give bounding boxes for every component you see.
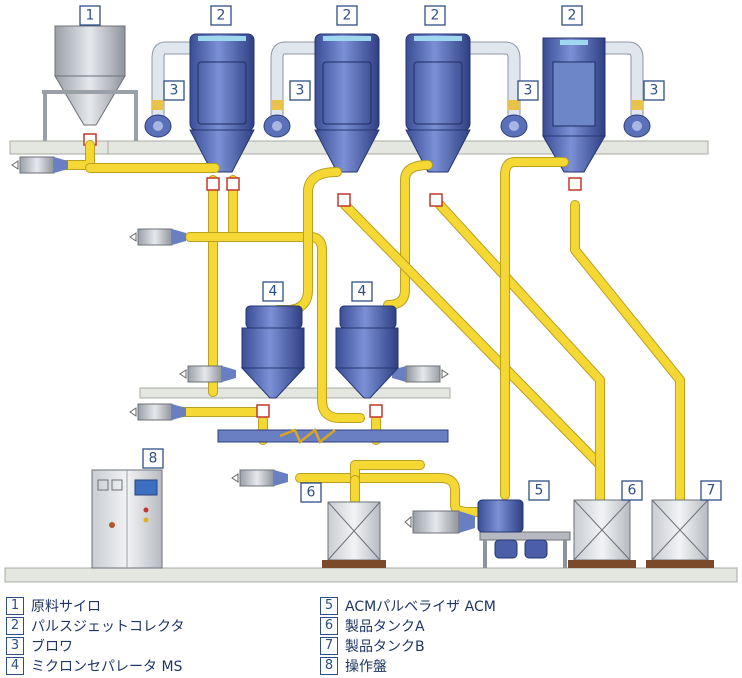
svg-text:2: 2 (217, 8, 226, 24)
svg-text:3: 3 (650, 83, 659, 99)
svg-text:2: 2 (343, 8, 352, 24)
product-tanks (322, 499, 714, 568)
badge-blower-2: 3 (289, 80, 311, 101)
legend-number: 1 (6, 597, 24, 615)
legend-number: 4 (6, 657, 24, 675)
badge-collector-1: 2 (210, 5, 232, 26)
pulse-jet-collectors (189, 33, 606, 173)
air-ducts (151, 41, 644, 132)
svg-text:7: 7 (707, 483, 716, 499)
legend-item-tank-b: 7 製品タンクB (320, 636, 425, 656)
svg-text:6: 6 (307, 485, 316, 501)
plant-schematic: 1 2 2 2 2 3 3 3 3 4 4 5 6 6 7 8 (4, 5, 738, 583)
badge-separator-2: 4 (351, 281, 373, 302)
legend-label: 操作盤 (345, 659, 387, 675)
svg-text:3: 3 (524, 83, 533, 99)
badge-panel: 8 (142, 448, 164, 469)
legend-item-acm: 5 ACMパルベライザ ACM (320, 596, 496, 616)
badge-raw-silo: 1 (79, 5, 101, 26)
svg-text:4: 4 (269, 284, 278, 300)
legend-item-panel: 8 操作盤 (320, 656, 387, 676)
product-pipes (57, 140, 685, 517)
badge-collector-3: 2 (424, 5, 446, 26)
legend: 1 原料サイロ 2 パルスジェットコレクタ 3 ブロワ 4 ミクロンセパレータ … (0, 590, 742, 678)
legend-number: 8 (320, 657, 338, 675)
legend-number: 2 (6, 617, 24, 635)
legend-item-raw-silo: 1 原料サイロ (6, 596, 101, 616)
legend-number: 5 (320, 597, 338, 615)
legend-item-separator: 4 ミクロンセパレータ MS (6, 656, 182, 676)
svg-text:2: 2 (431, 8, 440, 24)
badge-blower-3: 3 (517, 80, 539, 101)
badge-collector-2: 2 (336, 5, 358, 26)
badge-collector-4: 2 (561, 5, 583, 26)
legend-item-tank-a: 6 製品タンクA (320, 616, 425, 636)
rotary-valves (206, 177, 582, 207)
feeder-fans (11, 156, 475, 534)
svg-text:2: 2 (568, 8, 577, 24)
control-panel (91, 469, 163, 569)
svg-text:1: 1 (86, 8, 95, 24)
legend-number: 7 (320, 637, 338, 655)
svg-text:3: 3 (296, 83, 305, 99)
legend-item-blower: 3 ブロワ (6, 636, 73, 656)
legend-label: ブロワ (31, 639, 73, 655)
badge-acm: 5 (528, 480, 550, 501)
legend-label: 製品タンクA (345, 619, 425, 635)
blowers (144, 100, 651, 138)
svg-text:6: 6 (628, 483, 637, 499)
svg-text:3: 3 (170, 83, 179, 99)
legend-item-collector: 2 パルスジェットコレクタ (6, 616, 184, 636)
badge-blower-1: 3 (163, 80, 185, 101)
badge-separator-1: 4 (262, 281, 284, 302)
legend-label: パルスジェットコレクタ (31, 619, 185, 635)
acm-pulverizer (477, 499, 571, 568)
svg-text:8: 8 (149, 451, 158, 467)
legend-label: ACMパルベライザ ACM (345, 599, 496, 615)
screw-conveyor (217, 427, 449, 445)
badge-tank-b: 7 (700, 480, 722, 501)
svg-text:4: 4 (358, 284, 367, 300)
badge-blower-4: 3 (643, 80, 665, 101)
legend-label: 製品タンクB (345, 639, 425, 655)
legend-number: 6 (320, 617, 338, 635)
svg-text:5: 5 (535, 483, 544, 499)
badge-tank-a-2: 6 (621, 480, 643, 501)
legend-label: 原料サイロ (31, 599, 101, 615)
micron-separators (240, 305, 400, 418)
raw-material-silo (42, 25, 138, 146)
legend-number: 3 (6, 637, 24, 655)
badge-tank-a-1: 6 (300, 482, 322, 503)
legend-label: ミクロンセパレータ MS (31, 659, 183, 675)
